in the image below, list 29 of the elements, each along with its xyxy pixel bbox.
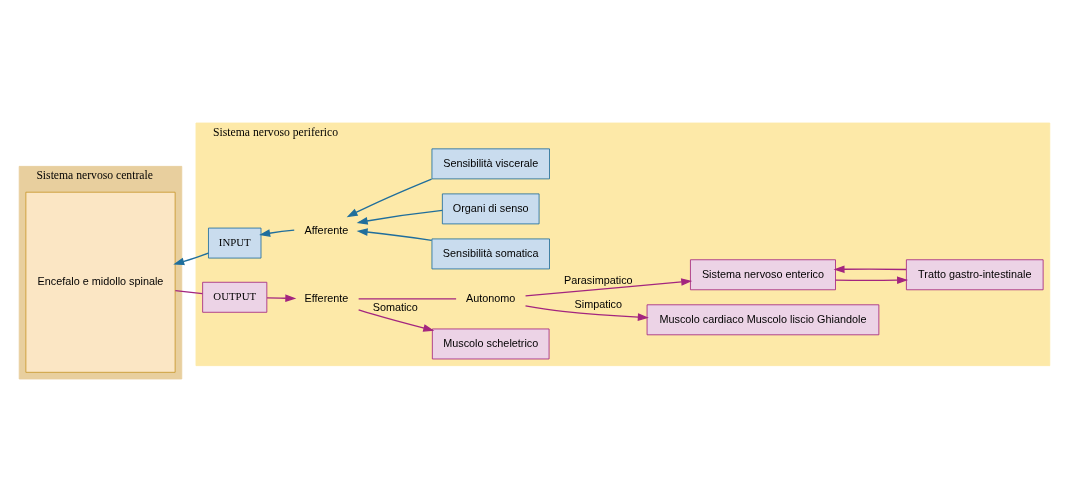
arrow	[266, 293, 297, 302]
connector	[357, 297, 457, 300]
node-text: Efferente	[304, 291, 349, 304]
edge-label: Somatico	[372, 300, 418, 313]
arrow	[357, 308, 435, 332]
edge-label: Parasimpatico	[563, 273, 633, 286]
arrow	[346, 177, 433, 217]
arrow	[173, 252, 209, 265]
arrow	[356, 209, 443, 225]
arrow	[833, 264, 907, 273]
arrow	[259, 228, 295, 237]
arrow	[524, 304, 649, 321]
node-box: Encefalo e midollo spinale	[25, 191, 176, 373]
edge-label: Simpatico	[574, 297, 623, 310]
node-text: Autonomo	[466, 291, 516, 304]
node-box: OUTPUT	[202, 281, 268, 313]
node-box: Organi di senso	[441, 192, 540, 224]
node-box: Sensibilità viscerale	[431, 147, 550, 179]
arrow	[834, 275, 909, 284]
node-box: INPUT	[208, 227, 262, 258]
arrow	[524, 277, 693, 297]
connector	[174, 289, 204, 294]
node-box: Tratto gastro-intestinale	[905, 258, 1044, 290]
node-box: Sensibilità somatica	[431, 238, 550, 269]
arrow	[356, 227, 433, 241]
node-box: Muscolo scheletrico	[431, 328, 550, 359]
node-text: Afferente	[304, 223, 349, 236]
node-box: Sistema nervoso enterico	[690, 258, 836, 290]
node-box: Muscolo cardiaco Muscolo liscio Ghiandole	[646, 303, 880, 335]
